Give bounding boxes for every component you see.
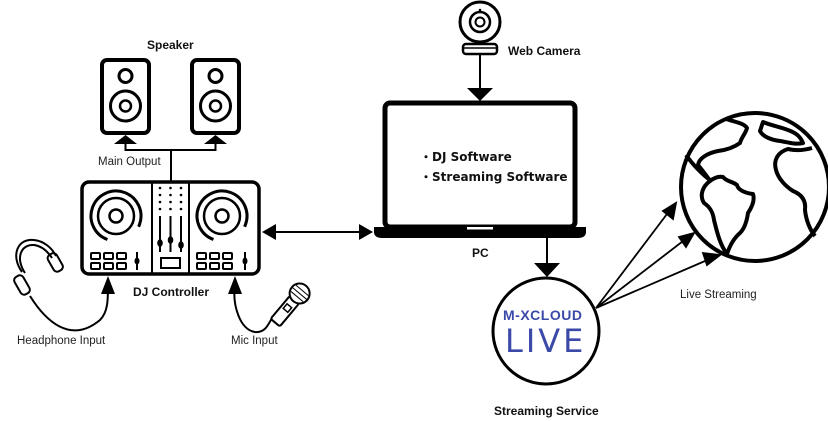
software-item-dj: ・DJ Software (420, 150, 512, 164)
main-output-label: Main Output (98, 156, 161, 168)
arrow-head (467, 88, 493, 101)
globe-icon (679, 111, 828, 263)
mixcloud-logo-live: LIVE (505, 322, 587, 360)
speaker-icon (190, 58, 241, 135)
dj-controller-label: DJ Controller (133, 285, 210, 299)
pc-label: PC (472, 246, 489, 260)
mixcloud-logo-top: M-XCLOUD (503, 307, 583, 323)
streaming-service-circle (491, 276, 601, 386)
speaker-icon (100, 58, 151, 135)
dj-controller-icon (80, 180, 261, 276)
arrow-head (114, 135, 137, 144)
arrow-head (204, 135, 227, 144)
headphone-icon (13, 238, 109, 332)
web-camera-label: Web Camera (508, 44, 581, 58)
arrow-head (534, 263, 560, 277)
headphone-input-label: Headphone Input (17, 335, 106, 347)
speaker-label: Speaker (147, 38, 194, 52)
laptop-icon (374, 100, 586, 238)
microphone-icon (228, 276, 311, 334)
mic-input-label: Mic Input (231, 335, 278, 347)
software-item-streaming: ・Streaming Software (420, 170, 568, 184)
live-streaming-label: Live Streaming (680, 289, 757, 301)
bullet: ・ (420, 170, 433, 184)
arrow-head (101, 276, 115, 294)
streaming-service-label: Streaming Service (494, 404, 599, 418)
bullet: ・ (420, 150, 433, 164)
webcam-icon (458, 0, 502, 56)
main-output-connector (114, 135, 227, 182)
live-streaming-arrows (595, 201, 723, 309)
usb-connection-arrow (262, 224, 373, 240)
